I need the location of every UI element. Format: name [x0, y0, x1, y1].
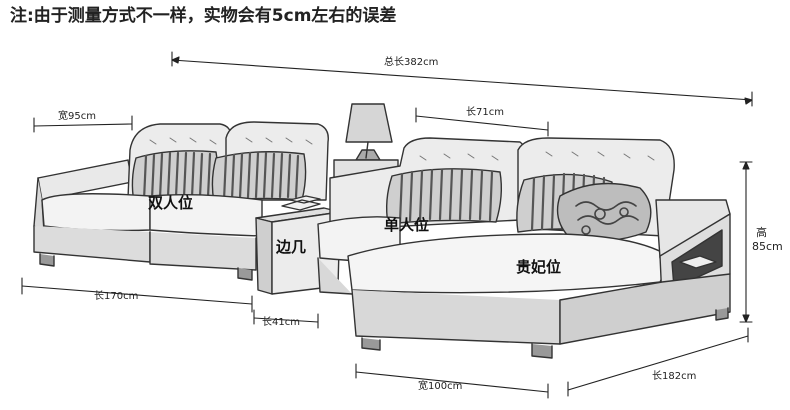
damask-pillow — [556, 182, 652, 242]
length-table-label: 长41cm — [262, 317, 300, 328]
right-sofa-section — [317, 137, 731, 359]
striped-pillow-left-2 — [211, 151, 307, 203]
single-seat-label: 单人位 — [384, 216, 430, 234]
width-chaise-label: 宽100cm — [418, 381, 463, 392]
side-table-label: 边几 — [276, 238, 307, 256]
left-sofa-section — [33, 121, 329, 281]
dimension-lines — [21, 51, 753, 399]
length-chaise-top-label: 长71cm — [466, 107, 504, 118]
length-right-label: 长182cm — [652, 371, 697, 382]
striped-pillow-right-1 — [385, 168, 503, 225]
height-value-label: 85cm — [752, 240, 783, 253]
total-length-label: 总长382cm — [384, 57, 439, 68]
table-lamp — [333, 103, 399, 179]
height-label: 高 — [756, 226, 767, 239]
measurement-note: 注:由于测量方式不一样，实物会有5cm左右的误差 — [10, 6, 397, 26]
length-left-label: 长170cm — [94, 291, 139, 302]
width-left-label: 宽95cm — [58, 111, 96, 122]
striped-pillow-left-1 — [131, 150, 219, 203]
chaise-label: 贵妃位 — [516, 258, 562, 276]
double-seat-label: 双人位 — [148, 194, 194, 212]
